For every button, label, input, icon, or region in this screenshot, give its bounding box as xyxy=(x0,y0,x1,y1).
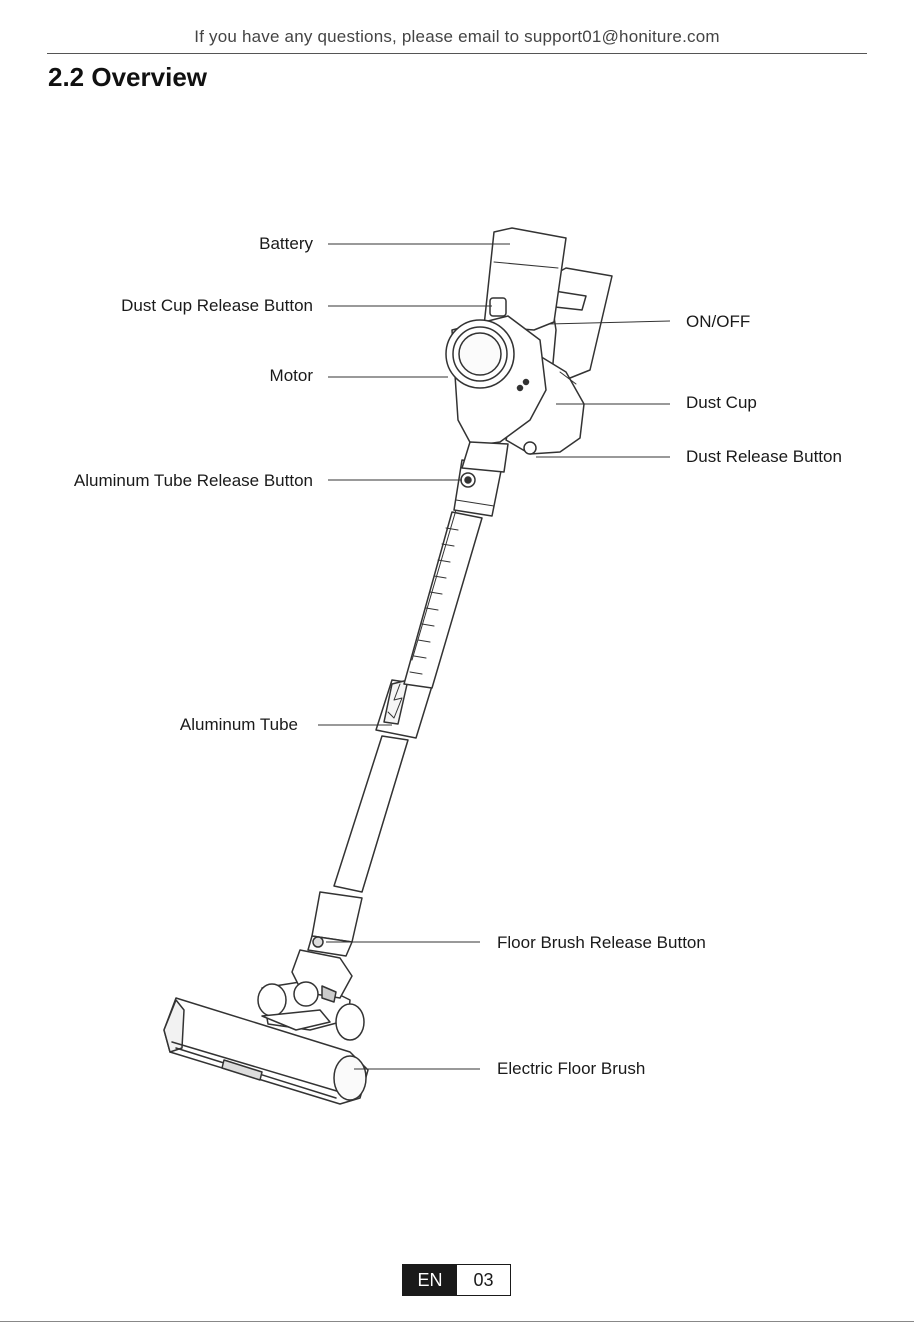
label-floor-brush-release-button: Floor Brush Release Button xyxy=(497,933,706,953)
upper-tube-drawing xyxy=(404,510,482,688)
label-dust-cup-release-button: Dust Cup Release Button xyxy=(121,296,313,316)
label-dust-release-button: Dust Release Button xyxy=(686,447,842,467)
label-aluminum-tube-release-button: Aluminum Tube Release Button xyxy=(74,471,313,491)
lower-tube-drawing xyxy=(308,736,408,956)
tube-sleeve-drawing xyxy=(376,680,432,738)
motor-drawing xyxy=(446,316,546,472)
floor-brush-drawing xyxy=(164,982,368,1104)
battery-drawing xyxy=(484,228,566,330)
label-on-off: ON/OFF xyxy=(686,312,750,332)
language-badge: EN xyxy=(403,1265,457,1295)
page-number: 03 xyxy=(457,1265,510,1295)
page-footer: EN 03 xyxy=(402,1264,511,1296)
label-dust-cup: Dust Cup xyxy=(686,393,757,413)
label-battery: Battery xyxy=(259,234,313,254)
label-motor: Motor xyxy=(270,366,313,386)
bottom-divider xyxy=(0,1321,914,1322)
label-aluminum-tube: Aluminum Tube xyxy=(180,715,298,735)
label-electric-floor-brush: Electric Floor Brush xyxy=(497,1059,645,1079)
